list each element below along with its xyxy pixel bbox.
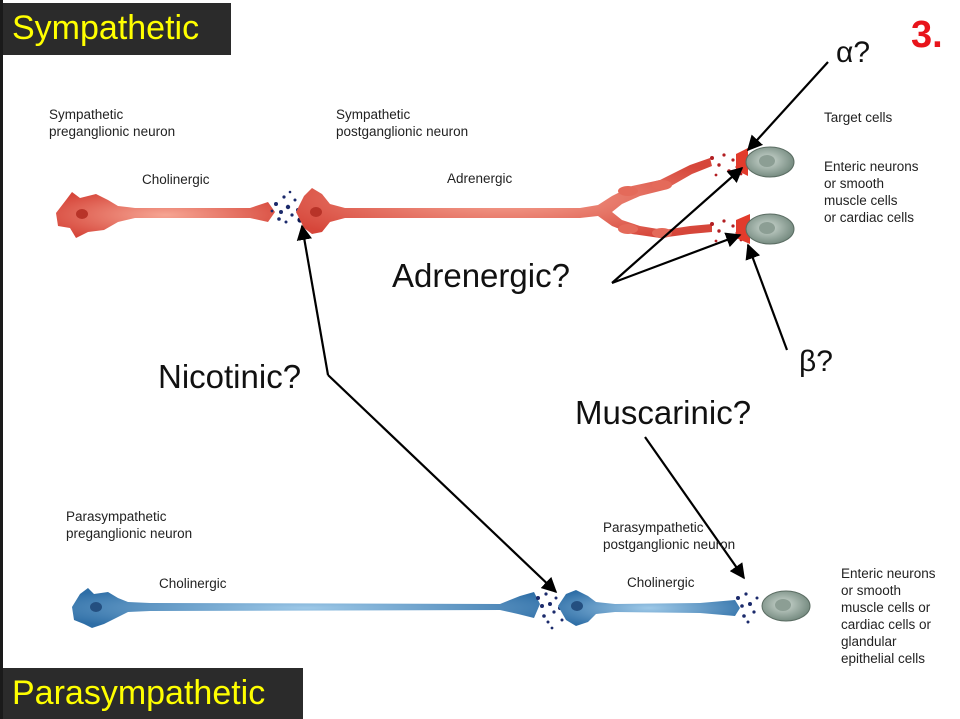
sympathetic-postganglionic-label: Sympathetic postganglionic neuron [336, 107, 469, 139]
sympathetic-target-cells-label: Enteric neurons or smooth muscle cells o… [824, 159, 919, 225]
parasympathetic-postganglionic-neuron [558, 590, 740, 626]
parasympathetic-ganglion-synapse [536, 592, 564, 630]
parasympathetic-pre-type-label: Cholinergic [159, 576, 227, 591]
adrenergic-question: Adrenergic? [392, 257, 570, 294]
beta-question: β? [799, 345, 833, 378]
parasympathetic-target-synapse [736, 592, 759, 624]
sympathetic-ganglion-synapse [270, 190, 303, 224]
sympathetic-post-type-label: Adrenergic [447, 171, 513, 186]
parasympathetic-target-cells-label: Enteric neurons or smooth muscle cells o… [841, 566, 936, 666]
slide-number: 3. [911, 14, 943, 56]
sympathetic-title: Sympathetic [12, 9, 200, 47]
sympathetic-title-box: Sympathetic [3, 3, 231, 55]
parasympathetic-target-cell [761, 590, 811, 622]
parasympathetic-title-box: Parasympathetic [3, 668, 303, 719]
sympathetic-postganglionic-neuron [296, 158, 712, 238]
parasympathetic-post-type-label: Cholinergic [627, 575, 695, 590]
adrenergic-arrow-lower [611, 232, 742, 285]
parasympathetic-preganglionic-neuron [72, 588, 540, 628]
beta-arrow [745, 243, 789, 351]
alpha-arrow [746, 61, 829, 152]
sympathetic-preganglionic-label: Sympathetic preganglionic neuron [49, 107, 176, 139]
parasympathetic-postganglionic-label: Parasympathetic postganglionic neuron [603, 520, 736, 552]
sympathetic-target-cells [745, 146, 795, 245]
slide-edge [0, 0, 3, 719]
adrenergic-arrow-upper [611, 166, 744, 284]
annotation-arrows [296, 61, 829, 594]
muscarinic-question: Muscarinic? [575, 394, 752, 431]
parasympathetic-preganglionic-label: Parasympathetic preganglionic neuron [66, 509, 193, 541]
sympathetic-target-synapse-upper [710, 148, 748, 177]
target-cells-title: Target cells [824, 110, 893, 125]
sympathetic-pre-type-label: Cholinergic [142, 172, 210, 187]
nicotinic-arrow-up [296, 224, 330, 376]
nicotinic-question: Nicotinic? [158, 358, 302, 395]
muscarinic-arrow [644, 436, 745, 580]
nicotinic-arrow-down [327, 374, 558, 594]
sympathetic-preganglionic-neuron [56, 192, 275, 238]
parasympathetic-pathway [72, 588, 811, 630]
alpha-question: α? [836, 36, 871, 69]
parasympathetic-title: Parasympathetic [12, 674, 266, 712]
sympathetic-pathway [56, 146, 795, 245]
